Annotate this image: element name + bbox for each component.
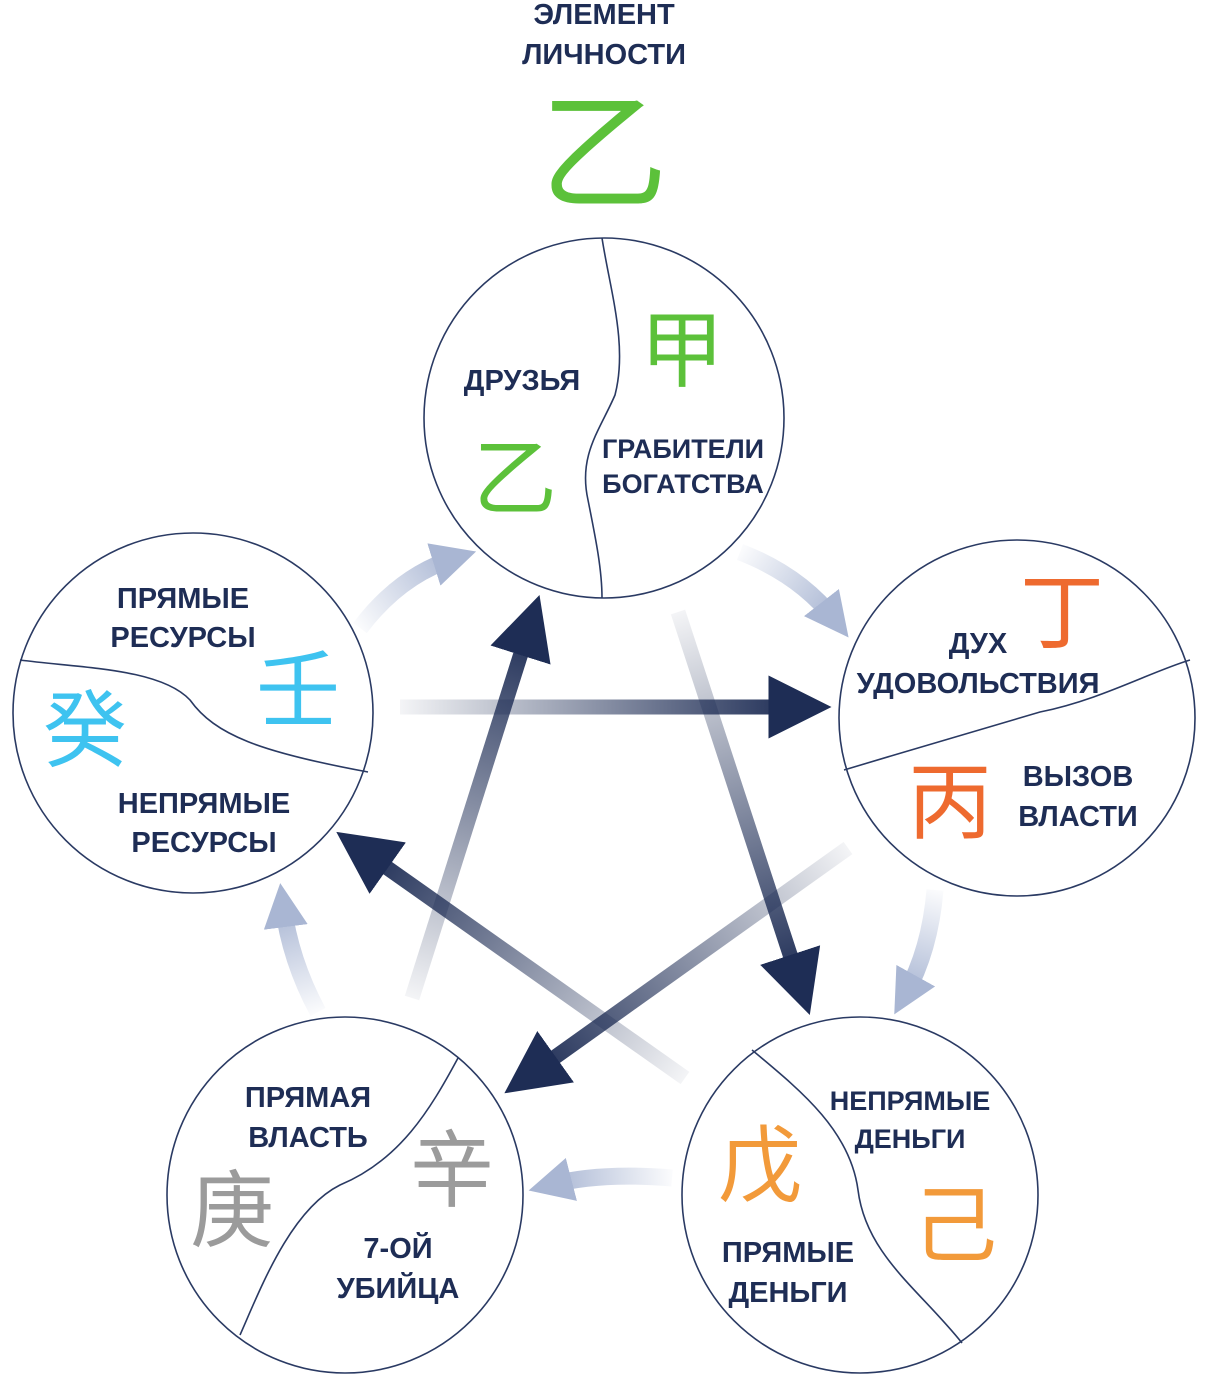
metal-label-seven-killings-2: УБИЙЦА xyxy=(337,1271,460,1305)
water-label-direct-resources-1: ПРЯМЫЕ xyxy=(117,583,249,615)
fire-glyph-ding: 丁 xyxy=(1020,564,1104,662)
earth-label-indirect-money-2: ДЕНЬГИ xyxy=(855,1124,966,1154)
wood-label-rob-wealth-2: БОГАТСТВА xyxy=(602,469,764,499)
arrow-earth-to-water xyxy=(336,831,690,1085)
fire-label-joy-2: УДОВОЛЬСТВИЯ xyxy=(857,668,1100,700)
node-metal: ПРЯМАЯ ВЛАСТЬ 辛 庚 7-ОЙ УБИЙЦА xyxy=(166,1016,524,1374)
arrow-metal-to-water xyxy=(263,883,326,1017)
arrow-fire-to-metal xyxy=(504,841,853,1094)
earth-label-direct-money-1: ПРЯМЫЕ xyxy=(722,1237,854,1269)
water-glyph-gui: 癸 xyxy=(43,682,127,780)
arrow-wood-to-earth xyxy=(670,609,821,1015)
fire-label-joy-1: ДУХ xyxy=(949,628,1008,660)
metal-label-seven-killings-1: 7-ОЙ xyxy=(363,1231,432,1265)
water-label-direct-resources-2: РЕСУРСЫ xyxy=(110,622,255,654)
wood-glyph-yi: 乙 xyxy=(473,430,557,528)
arrow-wood-to-fire xyxy=(736,544,849,638)
arrow-fire-to-earth xyxy=(894,889,944,1015)
earth-divider xyxy=(751,1049,963,1344)
wood-label-rob-wealth-1: ГРАБИТЕЛИ xyxy=(602,434,764,464)
metal-label-direct-authority-1: ПРЯМАЯ xyxy=(245,1082,371,1114)
earth-label-direct-money-2: ДЕНЬГИ xyxy=(728,1277,847,1309)
earth-label-indirect-money-1: НЕПРЯМЫЕ xyxy=(830,1086,991,1116)
node-earth: НЕПРЯМЫЕ ДЕНЬГИ 己 戊 ПРЯМЫЕ ДЕНЬГИ xyxy=(681,1016,1039,1374)
generating-cycle-arrows xyxy=(263,543,944,1201)
node-water: ПРЯМЫЕ РЕСУРСЫ 壬 癸 НЕПРЯМЫЕ РЕСУРСЫ xyxy=(12,532,374,894)
water-glyph-ren: 壬 xyxy=(256,642,340,740)
arrow-water-to-wood xyxy=(353,543,477,634)
wood-label-friends: ДРУЗЬЯ xyxy=(464,365,580,397)
fire-label-authority-2: ВЛАСТИ xyxy=(1018,801,1138,833)
metal-glyph-xin: 辛 xyxy=(410,1122,494,1220)
water-label-indirect-resources-2: РЕСУРСЫ xyxy=(131,827,276,859)
fire-divider xyxy=(843,659,1191,771)
controlling-cycle-arrows xyxy=(336,594,853,1094)
node-fire: 丁 ДУХ УДОВОЛЬСТВИЯ 丙 ВЫЗОВ ВЛАСТИ xyxy=(838,539,1196,897)
arrow-metal-to-wood xyxy=(404,594,551,1001)
title-line-2: ЛИЧНОСТИ xyxy=(522,39,686,71)
earth-glyph-ji: 己 xyxy=(913,1177,997,1275)
arrow-earth-to-metal xyxy=(528,1158,673,1201)
metal-divider xyxy=(239,1057,459,1336)
wood-glyph-jia: 甲 xyxy=(640,302,724,400)
title-line-1: ЭЛЕМЕНТ xyxy=(533,0,675,31)
water-label-indirect-resources-1: НЕПРЯМЫЕ xyxy=(118,788,291,820)
metal-glyph-geng: 庚 xyxy=(190,1162,274,1260)
metal-circle xyxy=(166,1016,524,1374)
fire-glyph-bing: 丙 xyxy=(908,754,992,852)
water-divider xyxy=(19,659,369,773)
earth-circle xyxy=(681,1016,1039,1374)
metal-label-direct-authority-2: ВЛАСТЬ xyxy=(248,1122,368,1154)
water-circle xyxy=(12,532,374,894)
personality-element-glyph: 乙 xyxy=(540,80,668,229)
node-wood: ДРУЗЬЯ 乙 甲 ГРАБИТЕЛИ БОГАТСТВА xyxy=(423,237,785,599)
fire-label-authority-1: ВЫЗОВ xyxy=(1023,761,1134,793)
earth-glyph-wu: 戊 xyxy=(718,1117,802,1215)
wood-divider xyxy=(584,237,621,599)
